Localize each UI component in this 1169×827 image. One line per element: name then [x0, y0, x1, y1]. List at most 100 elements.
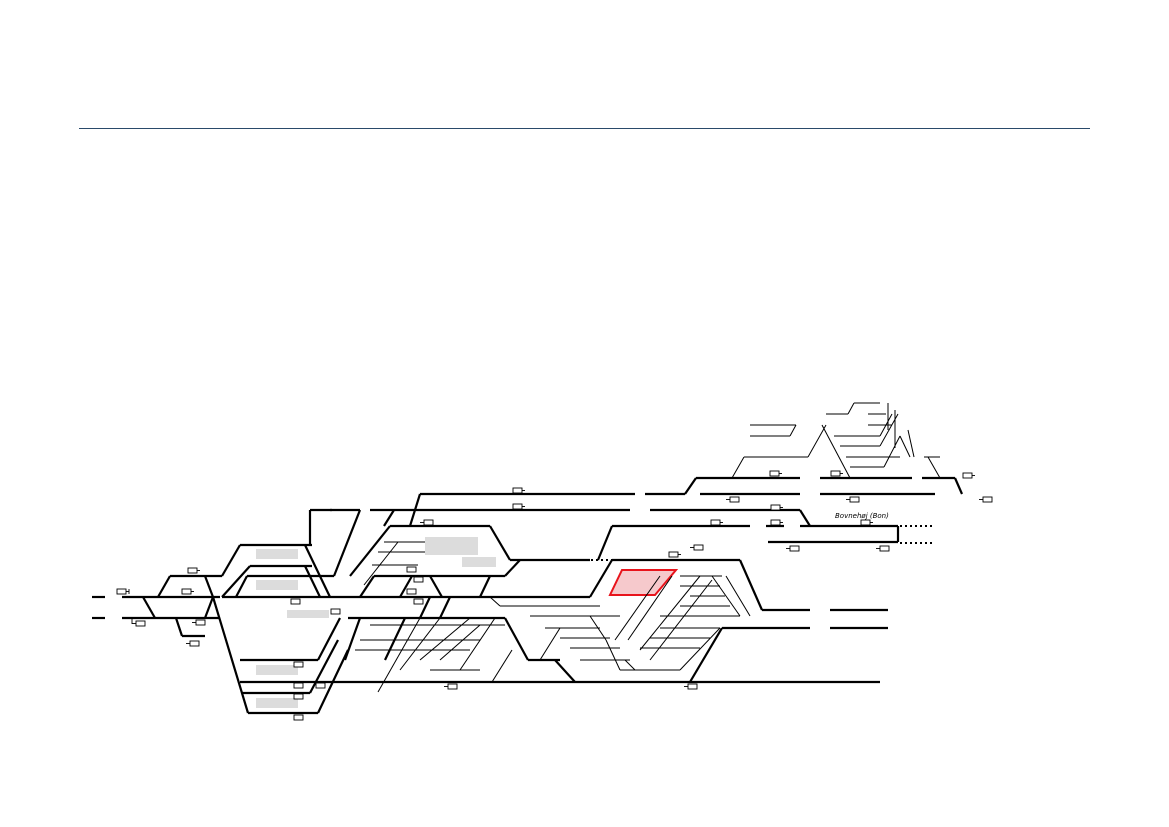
siding — [883, 435, 901, 468]
dotted-tracks — [586, 509, 935, 561]
siding — [627, 575, 673, 641]
track — [235, 575, 248, 598]
siding — [399, 617, 441, 671]
track — [304, 565, 321, 598]
track — [504, 559, 521, 577]
signal — [512, 487, 525, 494]
signal — [770, 519, 783, 526]
siding — [927, 456, 941, 479]
platform — [287, 610, 329, 618]
siding — [624, 659, 636, 671]
siding — [614, 575, 661, 641]
siding — [711, 575, 741, 617]
track — [221, 565, 251, 598]
siding — [489, 596, 501, 607]
siding — [419, 617, 471, 661]
platform — [256, 580, 298, 590]
track — [142, 596, 156, 619]
signal — [413, 598, 424, 605]
track — [399, 575, 413, 598]
track — [349, 525, 391, 577]
siding — [807, 424, 827, 458]
track — [317, 617, 341, 661]
signal — [512, 503, 525, 510]
signal — [293, 714, 304, 721]
signal — [420, 519, 434, 526]
siding — [649, 579, 713, 661]
signal — [860, 519, 873, 526]
signal — [710, 519, 723, 526]
signal — [406, 588, 417, 595]
siding — [789, 424, 797, 437]
station-label: Bovnehøj (Bon) — [835, 512, 889, 520]
track — [203, 575, 215, 598]
signal — [846, 496, 860, 503]
track — [304, 544, 331, 598]
track — [174, 617, 184, 637]
signal — [315, 682, 326, 689]
track — [203, 596, 215, 619]
platform — [256, 549, 298, 559]
track — [309, 639, 339, 694]
siding — [539, 627, 561, 661]
signal — [830, 470, 843, 477]
signal — [330, 608, 341, 615]
main-tracks — [92, 476, 964, 715]
highlighted-zone[interactable] — [608, 569, 679, 596]
platform — [425, 537, 478, 555]
signal — [962, 472, 975, 479]
signal — [186, 640, 200, 647]
signal — [293, 693, 304, 700]
signal — [181, 588, 194, 595]
track — [332, 509, 362, 577]
platforms — [256, 537, 496, 708]
siding — [605, 639, 621, 671]
track — [953, 477, 964, 495]
track — [554, 659, 576, 683]
track — [383, 509, 395, 527]
siding — [589, 615, 607, 641]
track — [408, 493, 422, 527]
signal — [293, 682, 304, 689]
track — [429, 575, 443, 598]
siding — [879, 413, 893, 437]
siding — [363, 541, 399, 586]
siding — [491, 649, 513, 683]
platform — [256, 698, 298, 708]
track — [489, 525, 511, 561]
track — [589, 559, 613, 598]
track — [479, 575, 491, 598]
siding — [899, 435, 911, 458]
header-rule — [79, 128, 1090, 129]
track — [343, 617, 362, 661]
track — [419, 596, 431, 619]
track — [211, 596, 250, 714]
signal — [876, 545, 890, 552]
signal — [726, 496, 740, 503]
siding — [725, 575, 751, 617]
signal — [770, 504, 783, 511]
platform — [256, 665, 298, 675]
track — [384, 617, 406, 661]
signal — [769, 470, 782, 477]
siding — [907, 429, 915, 458]
siding — [377, 617, 421, 693]
signals — [116, 470, 993, 721]
track — [359, 575, 375, 598]
siding — [847, 402, 855, 415]
track — [317, 649, 349, 714]
signal — [187, 567, 200, 574]
signal — [786, 545, 800, 552]
signal — [690, 544, 704, 551]
siding — [731, 456, 745, 479]
track — [157, 575, 171, 598]
track — [689, 627, 723, 683]
siding — [679, 627, 721, 671]
track — [799, 509, 811, 527]
signal — [979, 496, 993, 503]
signal — [413, 576, 424, 583]
sidings — [355, 402, 941, 693]
signal — [290, 598, 301, 605]
track — [439, 596, 451, 619]
track — [221, 544, 241, 577]
